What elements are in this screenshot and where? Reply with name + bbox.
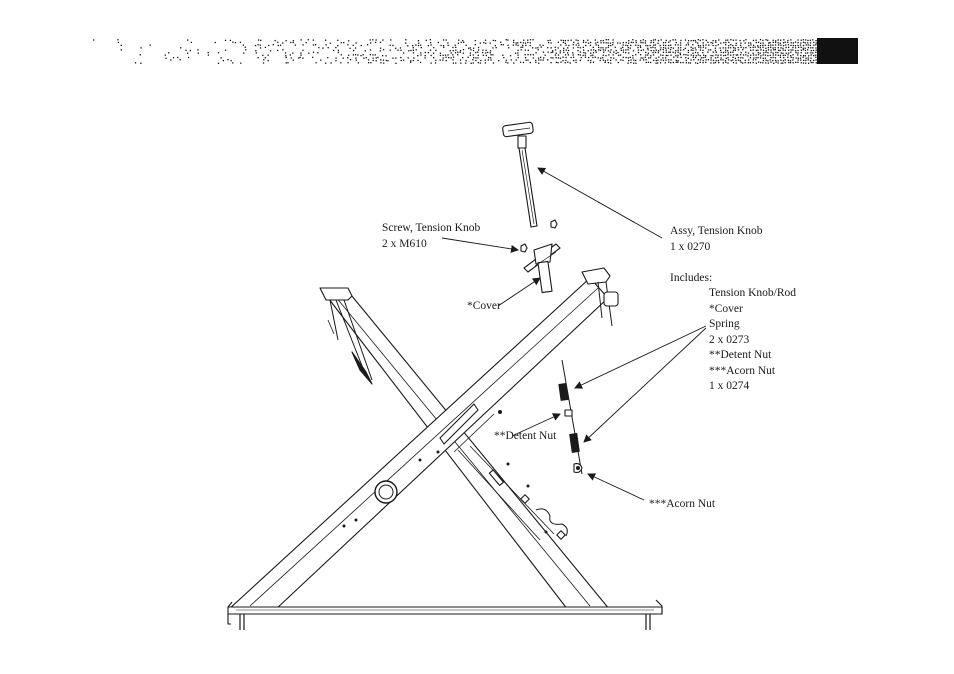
includes-list: Tension Knob/Rod *Cover Spring 2 x 0273 … — [709, 286, 796, 395]
assy-spacer — [670, 255, 762, 271]
spring-lower — [569, 432, 580, 453]
assy-qty: 1 x 0270 — [670, 240, 711, 253]
includes-item: 2 x 0273 — [709, 333, 750, 346]
header-band-solid — [817, 38, 858, 64]
cover-part — [523, 243, 561, 294]
includes-heading: Includes: — [670, 271, 713, 284]
spring-and-nuts — [558, 359, 583, 475]
detent-nut-text: **Detent Nut — [494, 430, 557, 442]
tension-knob-rod — [502, 121, 558, 253]
includes-item: ***Acorn Nut — [709, 364, 776, 377]
detent-nut-label: **Detent Nut — [494, 429, 556, 445]
includes-item: Spring — [709, 318, 740, 330]
screw-qty: 2 x M610 — [382, 237, 427, 250]
detent-nut-part — [564, 409, 573, 417]
acorn-nut-text: ***Acorn Nut — [649, 498, 716, 510]
includes-item: 1 x 0274 — [709, 380, 750, 392]
includes-item: *Cover — [709, 302, 743, 315]
front-leg — [227, 267, 619, 611]
includes-item: **Detent Nut — [709, 349, 772, 361]
cover-label: *Cover — [467, 299, 501, 315]
leader-lines — [441, 167, 707, 501]
includes-item: Tension Knob/Rod — [709, 287, 797, 299]
header-gradient-band — [93, 38, 858, 64]
screw-tension-knob-label: Screw, Tension Knob 2 x M610 — [382, 221, 480, 252]
acorn-nut-part — [573, 462, 583, 474]
acorn-nut-label: ***Acorn Nut — [649, 497, 715, 513]
cover-text: *Cover — [467, 300, 501, 312]
base-rail — [227, 599, 663, 630]
assy-title: Assy, Tension Knob — [670, 225, 763, 237]
spring-upper — [558, 382, 569, 401]
assy-tension-knob-label: Assy, Tension Knob 1 x 0270 Includes: — [670, 224, 762, 286]
screw-title: Screw, Tension Knob — [382, 222, 481, 234]
